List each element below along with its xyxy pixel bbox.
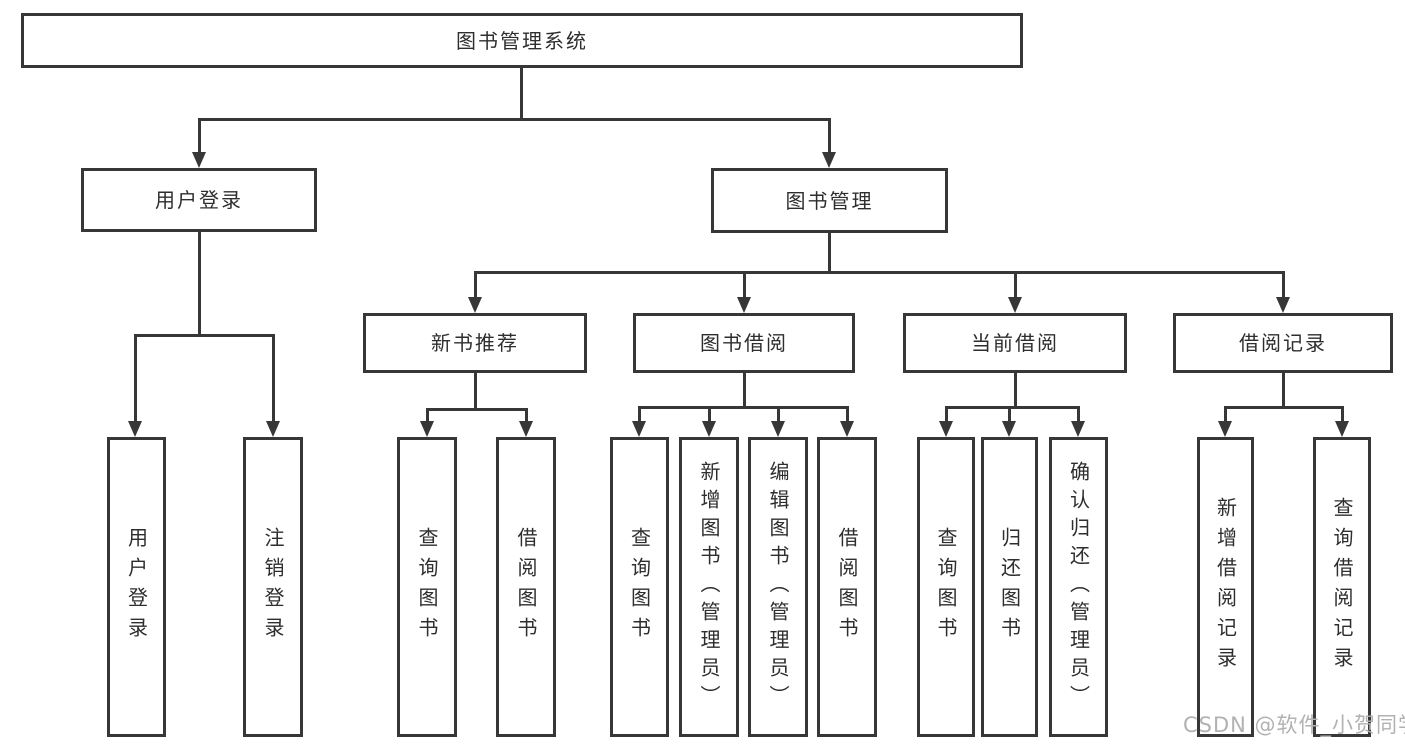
connector-shaft <box>272 334 275 423</box>
connector-shaft <box>828 118 831 156</box>
connector-shaft <box>708 406 711 423</box>
node-borrowing-records: 借阅记录 <box>1173 313 1393 373</box>
arrowhead-down-icon <box>1008 297 1022 313</box>
node-library-management-system: 图书管理系统 <box>21 13 1023 68</box>
connector-shaft <box>1008 406 1011 423</box>
arrowhead-down-icon <box>420 421 434 437</box>
arrowhead-down-icon <box>1335 421 1349 437</box>
node-label: 用户登录 <box>124 527 149 647</box>
node-label: 注销登录 <box>261 527 285 647</box>
arrowhead-down-icon <box>266 421 280 437</box>
node-user-login: 用户登录 <box>81 168 317 232</box>
connector-shaft <box>777 406 780 423</box>
node-add-borrow-record: 新增借阅记录 <box>1197 437 1254 737</box>
node-label: 借阅图书 <box>514 527 538 647</box>
node-edit-books-admin: 编辑图书（管理员） <box>748 437 808 737</box>
connector-login-trunk <box>198 230 201 337</box>
arrowhead-down-icon <box>737 297 751 313</box>
connector-shaft <box>1341 406 1344 423</box>
connector-shaft <box>474 271 477 299</box>
node-label: 新书推荐 <box>431 331 519 355</box>
node-label: 查询图书 <box>415 527 439 647</box>
node-query-borrow-record: 查询借阅记录 <box>1313 437 1371 737</box>
connector-root-trunk <box>520 66 523 120</box>
connector-current-trunk <box>1014 371 1017 409</box>
node-user-login-leaf: 用户登录 <box>107 437 166 737</box>
node-label: 用户登录 <box>155 188 243 212</box>
connector-shaft <box>134 334 137 423</box>
csdn-watermark: CSDN @软件_小贺同学 <box>1183 713 1405 737</box>
arrowhead-down-icon <box>632 421 646 437</box>
node-query-books-current: 查询图书 <box>917 437 975 737</box>
node-label: 确认归还（管理员） <box>1066 461 1091 713</box>
node-label: 归还图书 <box>997 527 1022 647</box>
connector-shaft <box>426 408 429 423</box>
node-label: 当前借阅 <box>971 331 1059 355</box>
arrowhead-down-icon <box>822 152 836 168</box>
arrowhead-down-icon <box>1071 421 1085 437</box>
node-borrow-books-borrow: 借阅图书 <box>817 437 877 737</box>
connector-mgmt-trunk <box>828 231 831 274</box>
arrowhead-down-icon <box>468 297 482 313</box>
connector-records-split <box>1224 406 1343 409</box>
connector-borrow-split <box>638 406 848 409</box>
node-label: 查询图书 <box>627 527 652 647</box>
connector-records-trunk <box>1282 371 1285 409</box>
connector-shaft <box>638 406 641 423</box>
node-book-management: 图书管理 <box>711 168 948 233</box>
arrowhead-down-icon <box>1276 297 1290 313</box>
connector-newbook-split <box>426 408 527 411</box>
node-label: 借阅记录 <box>1239 331 1327 355</box>
connector-shaft <box>1014 271 1017 299</box>
connector-shaft <box>1224 406 1227 423</box>
node-confirm-return-admin: 确认归还（管理员） <box>1049 437 1108 737</box>
node-label: 编辑图书（管理员） <box>766 461 790 713</box>
connector-newbook-trunk <box>474 371 477 411</box>
connector-shaft <box>198 118 201 156</box>
arrowhead-down-icon <box>1218 421 1232 437</box>
connector-shaft <box>743 271 746 299</box>
connector-shaft <box>1077 406 1080 423</box>
arrowhead-down-icon <box>702 421 716 437</box>
arrowhead-down-icon <box>1002 421 1016 437</box>
connector-root-split <box>198 118 831 121</box>
connector-mgmt-split <box>474 271 1285 274</box>
node-label: 查询借阅记录 <box>1330 497 1354 677</box>
node-label: 图书管理系统 <box>456 28 588 53</box>
node-query-books-newbook: 查询图书 <box>397 437 457 737</box>
connector-shaft <box>525 408 528 423</box>
node-return-books: 归还图书 <box>981 437 1038 737</box>
node-current-borrowing: 当前借阅 <box>903 313 1127 373</box>
connector-shaft <box>1282 271 1285 299</box>
node-new-book-recommendation: 新书推荐 <box>363 313 587 373</box>
arrowhead-down-icon <box>771 421 785 437</box>
node-label: 图书管理 <box>785 188 874 213</box>
node-book-borrowing: 图书借阅 <box>633 313 855 373</box>
node-query-books-borrow: 查询图书 <box>610 437 669 737</box>
connector-current-split <box>945 406 1079 409</box>
node-add-books-admin: 新增图书（管理员） <box>679 437 739 737</box>
arrowhead-down-icon <box>840 421 854 437</box>
connector-login-split <box>134 334 275 337</box>
node-label: 新增借阅记录 <box>1213 497 1238 677</box>
node-label: 查询图书 <box>934 527 958 647</box>
node-label: 图书借阅 <box>700 331 788 355</box>
arrowhead-down-icon <box>519 421 533 437</box>
connector-shaft <box>945 406 948 423</box>
node-label: 新增图书（管理员） <box>697 461 721 713</box>
node-label: 借阅图书 <box>835 527 859 647</box>
node-borrow-books-newbook: 借阅图书 <box>496 437 556 737</box>
arrowhead-down-icon <box>128 421 142 437</box>
connector-shaft <box>846 406 849 423</box>
connector-borrow-trunk <box>743 371 746 409</box>
arrowhead-down-icon <box>939 421 953 437</box>
arrowhead-down-icon <box>192 152 206 168</box>
node-logout: 注销登录 <box>243 437 303 737</box>
